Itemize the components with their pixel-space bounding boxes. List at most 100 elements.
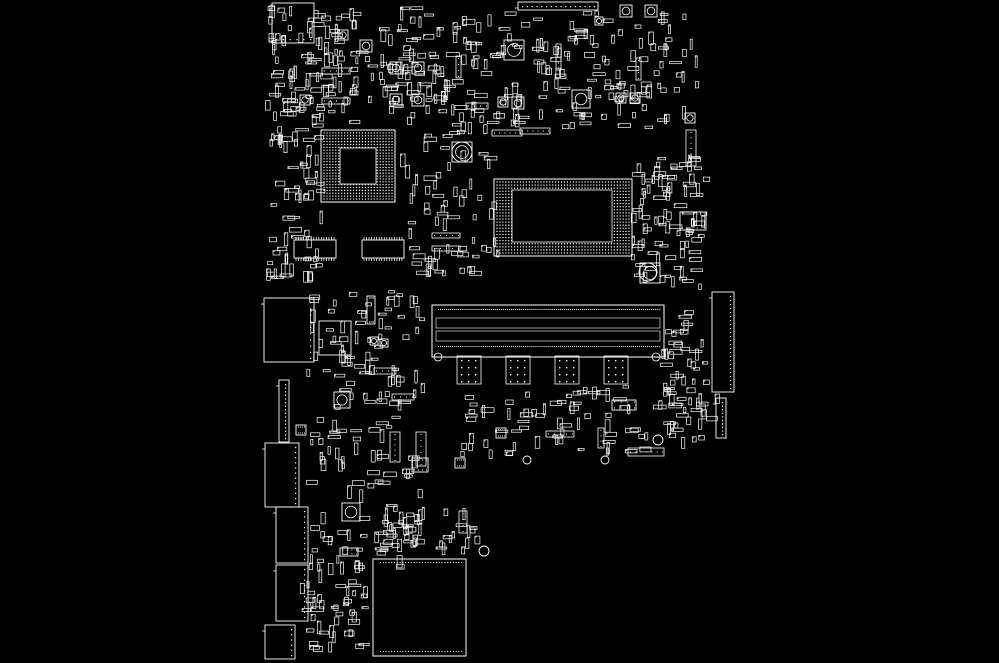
passive-component[interactable] (348, 629, 353, 637)
passive-component[interactable] (477, 194, 483, 201)
passive-component[interactable] (678, 314, 693, 319)
passive-component[interactable] (370, 357, 379, 361)
memory-chip[interactable] (603, 355, 629, 385)
passive-component[interactable] (367, 64, 379, 68)
passive-component[interactable] (657, 118, 667, 122)
passive-component[interactable] (318, 36, 323, 51)
passive-component[interactable] (465, 413, 478, 418)
passive-component[interactable] (390, 375, 395, 386)
passive-component[interactable] (438, 108, 447, 114)
passive-component[interactable] (460, 150, 467, 161)
passive-component[interactable] (322, 536, 333, 542)
power-inductor[interactable] (497, 96, 509, 108)
passive-component[interactable] (298, 32, 304, 43)
passive-component[interactable] (676, 229, 681, 237)
passive-component[interactable] (436, 211, 449, 216)
passive-component[interactable] (686, 387, 696, 394)
passive-component[interactable] (384, 326, 392, 330)
passive-component[interactable] (688, 397, 692, 406)
passive-component[interactable] (411, 36, 422, 41)
passive-component[interactable] (398, 57, 412, 61)
passive-component[interactable] (577, 417, 580, 431)
passive-component[interactable] (316, 72, 320, 83)
passive-component[interactable] (428, 51, 437, 57)
passive-component[interactable] (379, 71, 383, 80)
passive-component[interactable] (451, 104, 455, 116)
passive-component[interactable] (355, 643, 364, 650)
passive-component[interactable] (412, 296, 418, 304)
power-inductor[interactable] (503, 39, 525, 61)
passive-component[interactable] (691, 378, 696, 385)
passive-component[interactable] (316, 106, 326, 111)
passive-component[interactable] (588, 391, 601, 395)
passive-component[interactable] (409, 295, 415, 309)
passive-component[interactable] (492, 237, 497, 247)
passive-component[interactable] (391, 393, 415, 401)
passive-component[interactable] (535, 413, 546, 418)
passive-component[interactable] (481, 244, 487, 252)
passive-component[interactable] (682, 279, 694, 283)
passive-component[interactable] (665, 255, 677, 261)
passive-component[interactable] (440, 146, 450, 150)
passive-component[interactable] (335, 611, 344, 617)
passive-component[interactable] (465, 537, 470, 549)
passive-component[interactable] (691, 237, 702, 243)
passive-component[interactable] (701, 409, 707, 420)
passive-component[interactable] (304, 229, 310, 237)
passive-component[interactable] (388, 34, 393, 46)
passive-component[interactable] (670, 379, 676, 386)
passive-component[interactable] (288, 70, 293, 79)
passive-component[interactable] (569, 122, 575, 129)
passive-component[interactable] (613, 397, 627, 402)
passive-component[interactable] (580, 112, 592, 118)
passive-component[interactable] (272, 40, 277, 51)
passive-component[interactable] (318, 438, 324, 445)
passive-component[interactable] (536, 38, 540, 53)
passive-component[interactable] (299, 583, 305, 595)
passive-component[interactable] (646, 184, 651, 194)
passive-component[interactable] (635, 57, 642, 81)
passive-component[interactable] (482, 404, 486, 418)
passive-component[interactable] (468, 409, 476, 414)
passive-component[interactable] (301, 608, 311, 612)
passive-component[interactable] (292, 131, 298, 142)
passive-component[interactable] (334, 28, 339, 42)
passive-component[interactable] (379, 27, 390, 32)
passive-component[interactable] (569, 21, 575, 30)
passive-component[interactable] (312, 123, 324, 128)
passive-component[interactable] (640, 81, 652, 88)
passive-component[interactable] (543, 41, 549, 52)
passive-component[interactable] (455, 523, 467, 527)
passive-component[interactable] (700, 339, 704, 348)
passive-component[interactable] (306, 154, 311, 168)
passive-component[interactable] (443, 508, 449, 517)
passive-component[interactable] (642, 271, 648, 283)
power-inductor[interactable] (684, 112, 696, 124)
passive-component[interactable] (363, 392, 368, 400)
passive-component[interactable] (338, 81, 342, 93)
memory-chip[interactable] (293, 237, 337, 261)
passive-component[interactable] (324, 54, 330, 68)
passive-component[interactable] (667, 174, 677, 181)
passive-component[interactable] (597, 427, 605, 449)
passive-component[interactable] (679, 211, 707, 231)
passive-component[interactable] (266, 268, 271, 281)
passive-component[interactable] (409, 246, 420, 251)
passive-component[interactable] (280, 35, 286, 43)
passive-component[interactable] (334, 38, 345, 44)
passive-component[interactable] (504, 93, 514, 98)
passive-component[interactable] (682, 49, 687, 58)
passive-component[interactable] (681, 71, 685, 83)
passive-component[interactable] (472, 55, 480, 59)
passive-component[interactable] (327, 535, 333, 546)
passive-component[interactable] (584, 52, 596, 58)
passive-component[interactable] (666, 187, 670, 201)
passive-component[interactable] (310, 87, 323, 93)
passive-component[interactable] (440, 66, 445, 78)
passive-component[interactable] (305, 79, 309, 90)
passive-component[interactable] (641, 86, 647, 95)
passive-component[interactable] (687, 358, 692, 367)
passive-component[interactable] (625, 449, 638, 454)
passive-component[interactable] (354, 330, 359, 345)
passive-component[interactable] (370, 72, 374, 81)
